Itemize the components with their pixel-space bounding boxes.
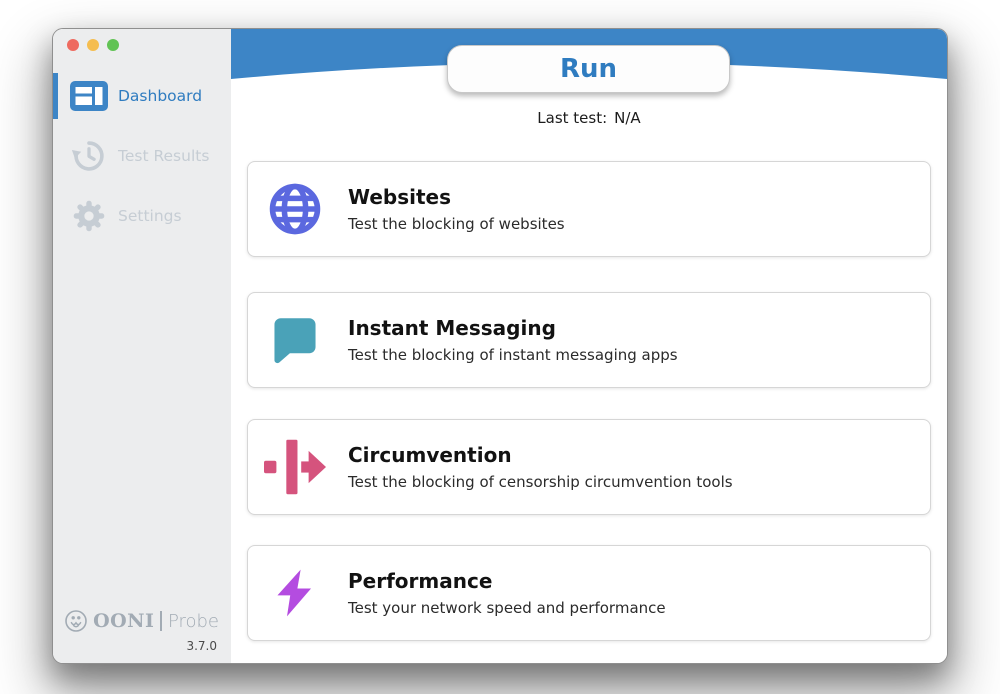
card-instant-messaging[interactable]: Instant Messaging Test the blocking of i…	[247, 292, 931, 388]
sidebar-item-dashboard[interactable]: Dashboard	[53, 73, 231, 119]
card-description: Test your network speed and performance	[348, 599, 666, 617]
lightning-bolt-icon	[264, 562, 326, 624]
globe-icon	[264, 178, 326, 240]
card-title: Circumvention	[348, 443, 512, 467]
sidebar-item-settings[interactable]: Settings	[53, 193, 231, 239]
probe-wordmark: Probe	[167, 610, 219, 632]
sidebar-item-label: Test Results	[118, 147, 210, 165]
logo-divider	[160, 611, 162, 631]
chat-bubble-icon	[264, 309, 326, 371]
card-description: Test the blocking of censorship circumve…	[348, 473, 733, 491]
minimize-button[interactable]	[87, 39, 99, 51]
ooni-wordmark: OONI	[93, 610, 155, 632]
sidebar-item-label: Dashboard	[118, 87, 203, 105]
dashboard-icon	[69, 78, 109, 114]
gear-icon	[69, 198, 109, 234]
circumvention-arrow-icon	[264, 436, 326, 498]
app-version: 3.7.0	[186, 639, 217, 653]
card-websites[interactable]: Websites Test the blocking of websites	[247, 161, 931, 257]
run-button[interactable]: Run	[447, 45, 730, 93]
sidebar-item-test-results[interactable]: Test Results	[53, 133, 231, 179]
card-title: Instant Messaging	[348, 316, 556, 340]
app-window: Dashboard Test Results	[52, 28, 948, 664]
sidebar: Dashboard Test Results	[53, 29, 232, 663]
card-circumvention[interactable]: Circumvention Test the blocking of censo…	[247, 419, 931, 515]
card-description: Test the blocking of instant messaging a…	[348, 346, 678, 364]
last-test-status: Last test: N/A	[231, 109, 947, 127]
main-panel: Run Last test: N/A	[231, 29, 947, 663]
sidebar-item-label: Settings	[118, 207, 182, 225]
ooni-logo-icon	[64, 609, 88, 633]
card-performance[interactable]: Performance Test your network speed and …	[247, 545, 931, 641]
card-title: Performance	[348, 569, 493, 593]
close-button[interactable]	[67, 39, 79, 51]
sidebar-nav: Dashboard Test Results	[53, 73, 231, 253]
last-test-value: N/A	[614, 109, 641, 127]
card-title: Websites	[348, 185, 452, 209]
card-description: Test the blocking of websites	[348, 215, 565, 233]
ooni-probe-logo: OONI Probe	[53, 609, 219, 633]
history-icon	[69, 138, 109, 174]
zoom-button[interactable]	[107, 39, 119, 51]
last-test-label: Last test:	[537, 109, 608, 127]
traffic-lights	[67, 39, 119, 51]
active-item-indicator	[53, 73, 58, 119]
